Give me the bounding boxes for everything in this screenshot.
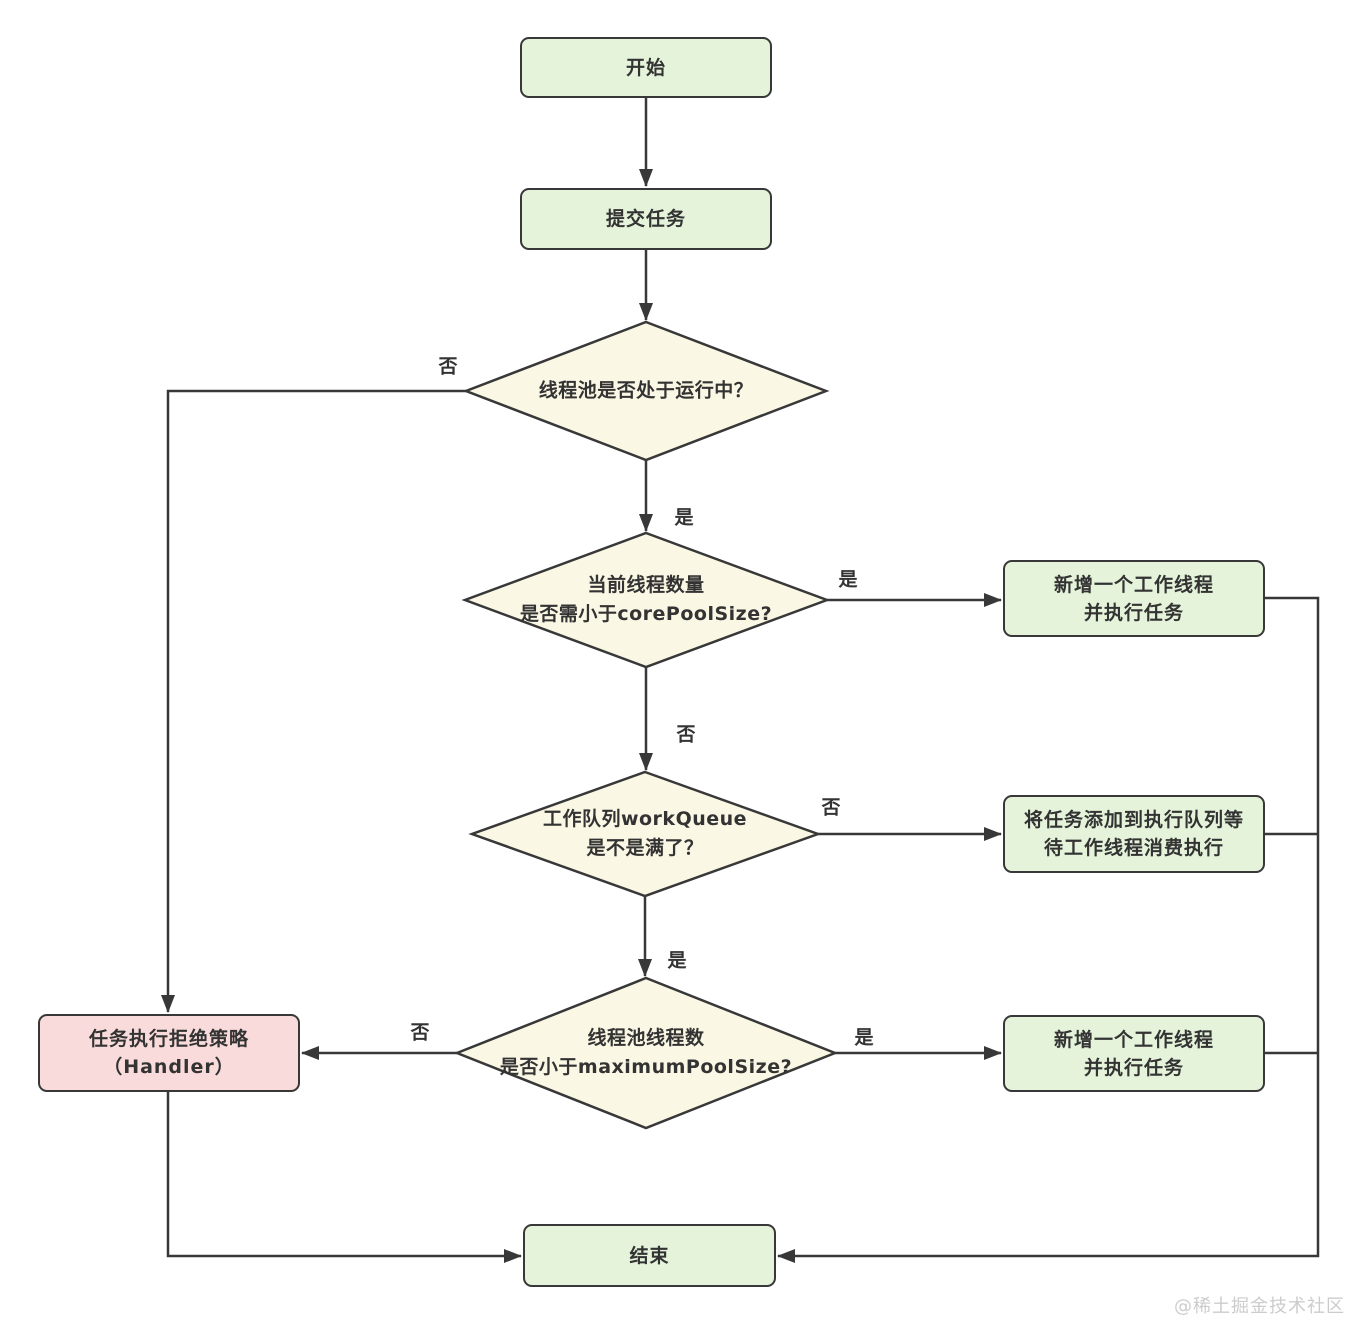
node-reject-handler: 任务执行拒绝策略 （Handler） (38, 1014, 300, 1092)
decision-workqueue-full-line1: 工作队列workQueue (542, 808, 748, 830)
decision-maximum-pool-size-label: 线程池线程数 是否小于maximumPoolSize? (500, 1024, 792, 1082)
edge-d1-no-to-reject (161, 389, 466, 1013)
node-add-worker-2-line2: 并执行任务 (1083, 1056, 1184, 1079)
decision-maximum-pool-size-shape (453, 976, 839, 1130)
node-add-worker-2-line1: 新增一个工作线程 (1053, 1028, 1214, 1051)
branch-label-d2-yes: 是 (838, 568, 858, 591)
branch-label-d1-no: 否 (438, 355, 458, 378)
node-end-label: 结束 (629, 1244, 670, 1267)
node-enqueue-task-line1: 将任务添加到执行队列等 (1023, 809, 1244, 831)
branch-label-d4-yes: 是 (854, 1026, 874, 1049)
decision-core-pool-size-shape (461, 531, 831, 669)
decision-maximum-pool-size-line2: 是否小于maximumPoolSize? (499, 1056, 793, 1078)
decision-pool-running-label: 线程池是否处于运行中？ (539, 377, 754, 406)
decision-maximum-pool-size-line1: 线程池线程数 (587, 1027, 705, 1049)
branch-label-d4-no: 否 (410, 1021, 430, 1044)
decision-pool-running-shape (462, 320, 830, 462)
branch-label-d3-no: 否 (821, 796, 841, 819)
decision-core-pool-size-label: 当前线程数量 是否需小于corePoolSize? (520, 571, 772, 629)
edge-reject-to-end (166, 1092, 522, 1263)
watermark-text: @稀土掘金技术社区 (1174, 1296, 1345, 1317)
node-add-worker-1-line1: 新增一个工作线程 (1053, 573, 1214, 596)
node-add-worker-1-line2: 并执行任务 (1083, 601, 1184, 624)
edge-right-rail-to-end (777, 596, 1320, 1263)
branch-label-d2-no: 否 (676, 723, 696, 746)
decision-workqueue-full-label: 工作队列workQueue 是不是满了？ (543, 805, 747, 863)
node-end: 结束 (523, 1224, 776, 1287)
node-submit-task-label: 提交任务 (605, 208, 686, 230)
node-start-label: 开始 (625, 56, 666, 79)
node-enqueue-task: 将任务添加到执行队列等 待工作线程消费执行 (1003, 795, 1265, 873)
decision-pool-running-text: 线程池是否处于运行中？ (538, 379, 754, 402)
node-add-worker-2: 新增一个工作线程 并执行任务 (1003, 1015, 1265, 1092)
decision-workqueue-full-line2: 是不是满了？ (586, 837, 704, 859)
node-enqueue-task-line2: 待工作线程消费执行 (1043, 837, 1224, 859)
branch-label-d3-yes: 是 (667, 949, 687, 972)
decision-core-pool-size-line1: 当前线程数量 (587, 574, 705, 596)
decision-workqueue-full-shape (468, 770, 822, 898)
node-reject-handler-line2: （Handler） (103, 1056, 235, 1078)
node-add-worker-1: 新增一个工作线程 并执行任务 (1003, 560, 1265, 637)
node-start: 开始 (520, 37, 772, 98)
branch-label-d1-yes: 是 (674, 506, 694, 529)
decision-core-pool-size-line2: 是否需小于corePoolSize? (519, 603, 773, 625)
node-reject-handler-line1: 任务执行拒绝策略 (88, 1028, 249, 1050)
node-submit-task: 提交任务 (520, 188, 772, 250)
